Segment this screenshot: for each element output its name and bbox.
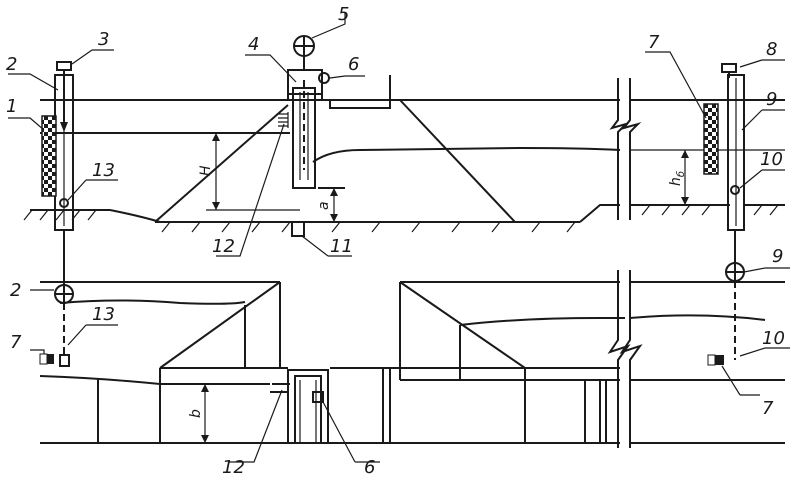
callout-6: 6 — [348, 54, 359, 75]
leader-lines — [8, 12, 790, 463]
callout-6-plan: 6 — [364, 457, 375, 477]
callout-2: 2 — [6, 54, 17, 75]
dimension-a: a — [316, 201, 332, 210]
callout-13: 13 — [92, 160, 115, 181]
callout-5: 5 — [338, 4, 349, 25]
plan-view — [39, 262, 785, 448]
callout-3: 3 — [98, 29, 109, 50]
dimension-labels: H a hб b — [188, 165, 687, 418]
callout-7: 7 — [648, 32, 660, 53]
callout-13-plan: 13 — [92, 304, 115, 325]
dimension-b: b — [188, 409, 204, 418]
callout-labels: 1 2 3 4 5 6 7 8 9 10 11 12 13 2 7 13 12 … — [6, 4, 785, 477]
callout-7-plan-right: 7 — [762, 398, 774, 419]
callout-12: 12 — [212, 236, 235, 257]
callout-12-plan: 12 — [222, 457, 245, 477]
callout-2-plan: 2 — [10, 280, 21, 301]
dimension-h6: hб — [668, 171, 687, 186]
callout-10: 10 — [760, 149, 783, 170]
callout-11: 11 — [330, 236, 353, 257]
dimension-H: H — [198, 165, 214, 176]
callout-8: 8 — [766, 39, 777, 60]
callout-9: 9 — [766, 89, 777, 110]
elevation-view — [23, 35, 785, 288]
callout-10-plan: 10 — [762, 328, 785, 349]
callout-9-plan: 9 — [772, 246, 783, 267]
callout-1: 1 — [6, 96, 17, 117]
callout-4: 4 — [248, 34, 259, 55]
callout-7-plan-left: 7 — [10, 332, 22, 353]
